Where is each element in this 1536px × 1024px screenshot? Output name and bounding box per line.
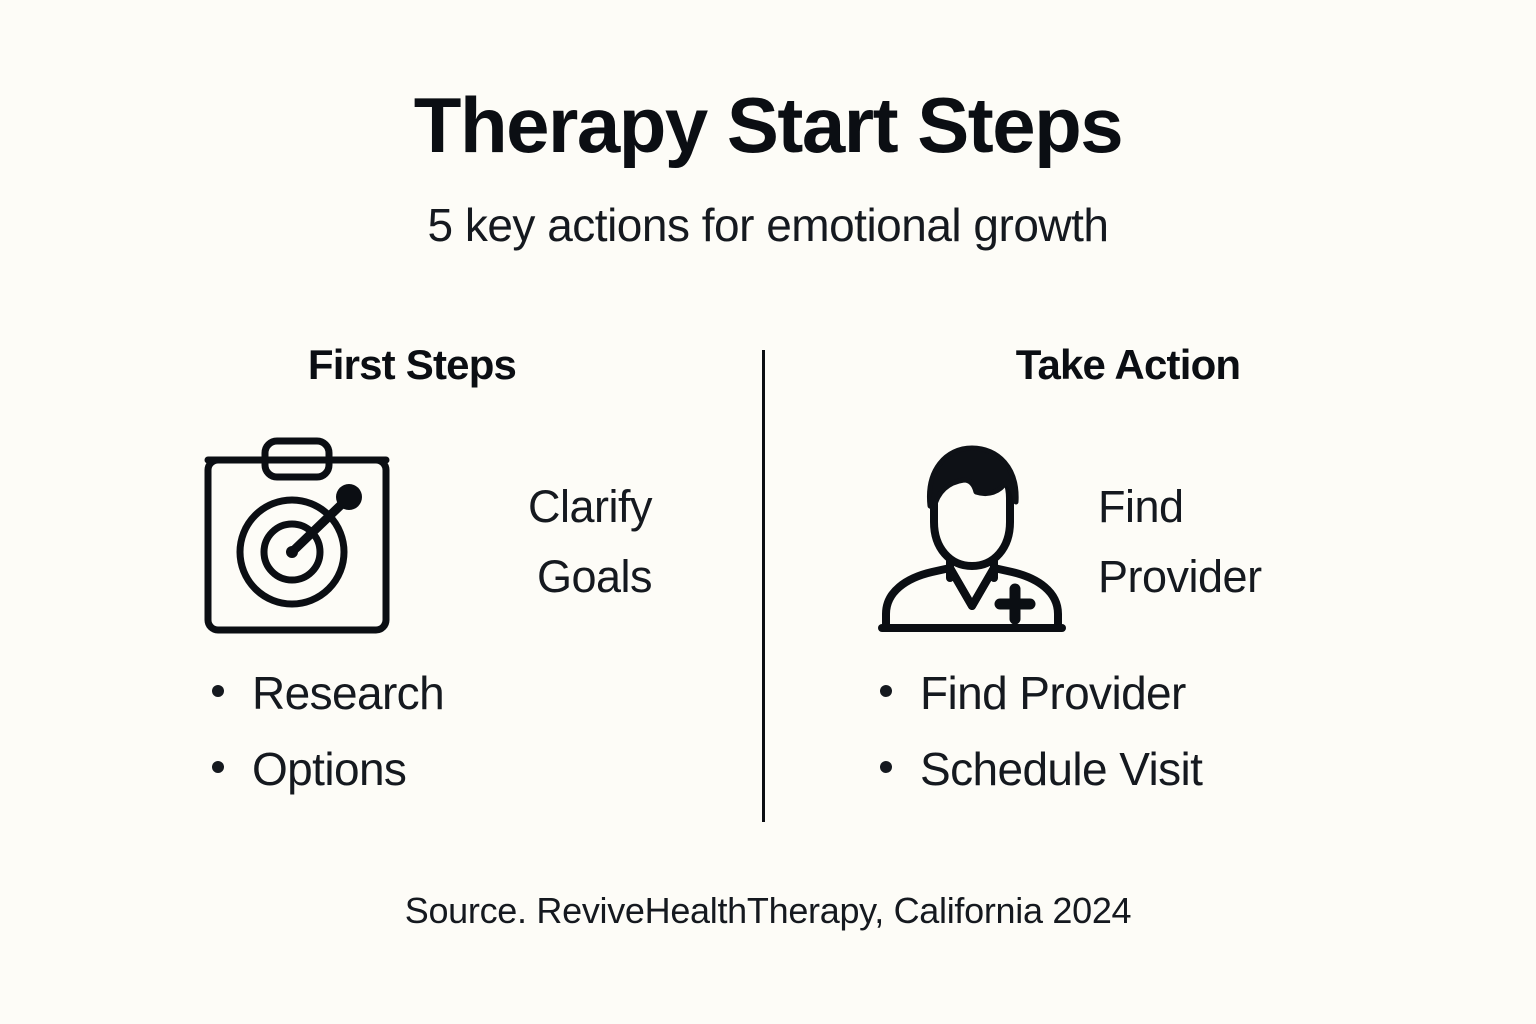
list-item: Schedule Visit xyxy=(880,743,1203,795)
bullet-list-first-steps: Research Options xyxy=(212,667,445,792)
list-item: Options xyxy=(212,746,444,792)
columns-container: First Steps xyxy=(0,344,1536,834)
icon-label-find-provider: Find Provider xyxy=(1098,472,1428,612)
list-item: Research xyxy=(212,667,445,719)
icon-label-line-2: Goals xyxy=(536,550,653,602)
list-item-label: Schedule Visit xyxy=(920,743,1203,795)
icon-label-line-1: Find xyxy=(1098,481,1184,532)
column-heading-take-action: Take Action xyxy=(1015,341,1241,388)
page-title: Therapy Start Steps xyxy=(413,81,1124,169)
list-item-label: Options xyxy=(252,743,407,795)
list-item: Find Provider xyxy=(880,670,1202,716)
page-subtitle: 5 key actions for emotional growth xyxy=(427,199,1109,251)
list-item-label: Research xyxy=(252,667,445,719)
source-attribution: Source. ReviveHealthTherapy, California … xyxy=(404,890,1132,931)
bullet-dot-icon xyxy=(880,761,892,773)
bullet-list-take-action: Find Provider Schedule Visit xyxy=(880,670,1203,795)
column-divider xyxy=(762,350,765,822)
clipboard-target-icon xyxy=(202,436,392,636)
column-first-steps: First Steps xyxy=(62,344,762,834)
icon-row-take-action: Find Provider xyxy=(778,436,1478,646)
icon-label-clarify-goals: Clarify Goals xyxy=(392,472,653,612)
bullet-dot-icon xyxy=(880,685,892,697)
column-heading-first-steps: First Steps xyxy=(307,341,517,388)
icon-label-line-1: Clarify xyxy=(527,481,653,532)
list-item-label: Find Provider xyxy=(920,667,1186,719)
bullet-dot-icon xyxy=(212,685,224,697)
bullet-dot-icon xyxy=(212,761,224,773)
icon-row-first-steps: Clarify Goals xyxy=(62,436,762,646)
header: Therapy Start Steps 5 key actions for em… xyxy=(0,86,1536,248)
doctor-provider-icon xyxy=(872,436,1072,636)
column-take-action: Take Action xyxy=(778,344,1478,834)
icon-label-line-2: Provider xyxy=(1098,550,1262,602)
